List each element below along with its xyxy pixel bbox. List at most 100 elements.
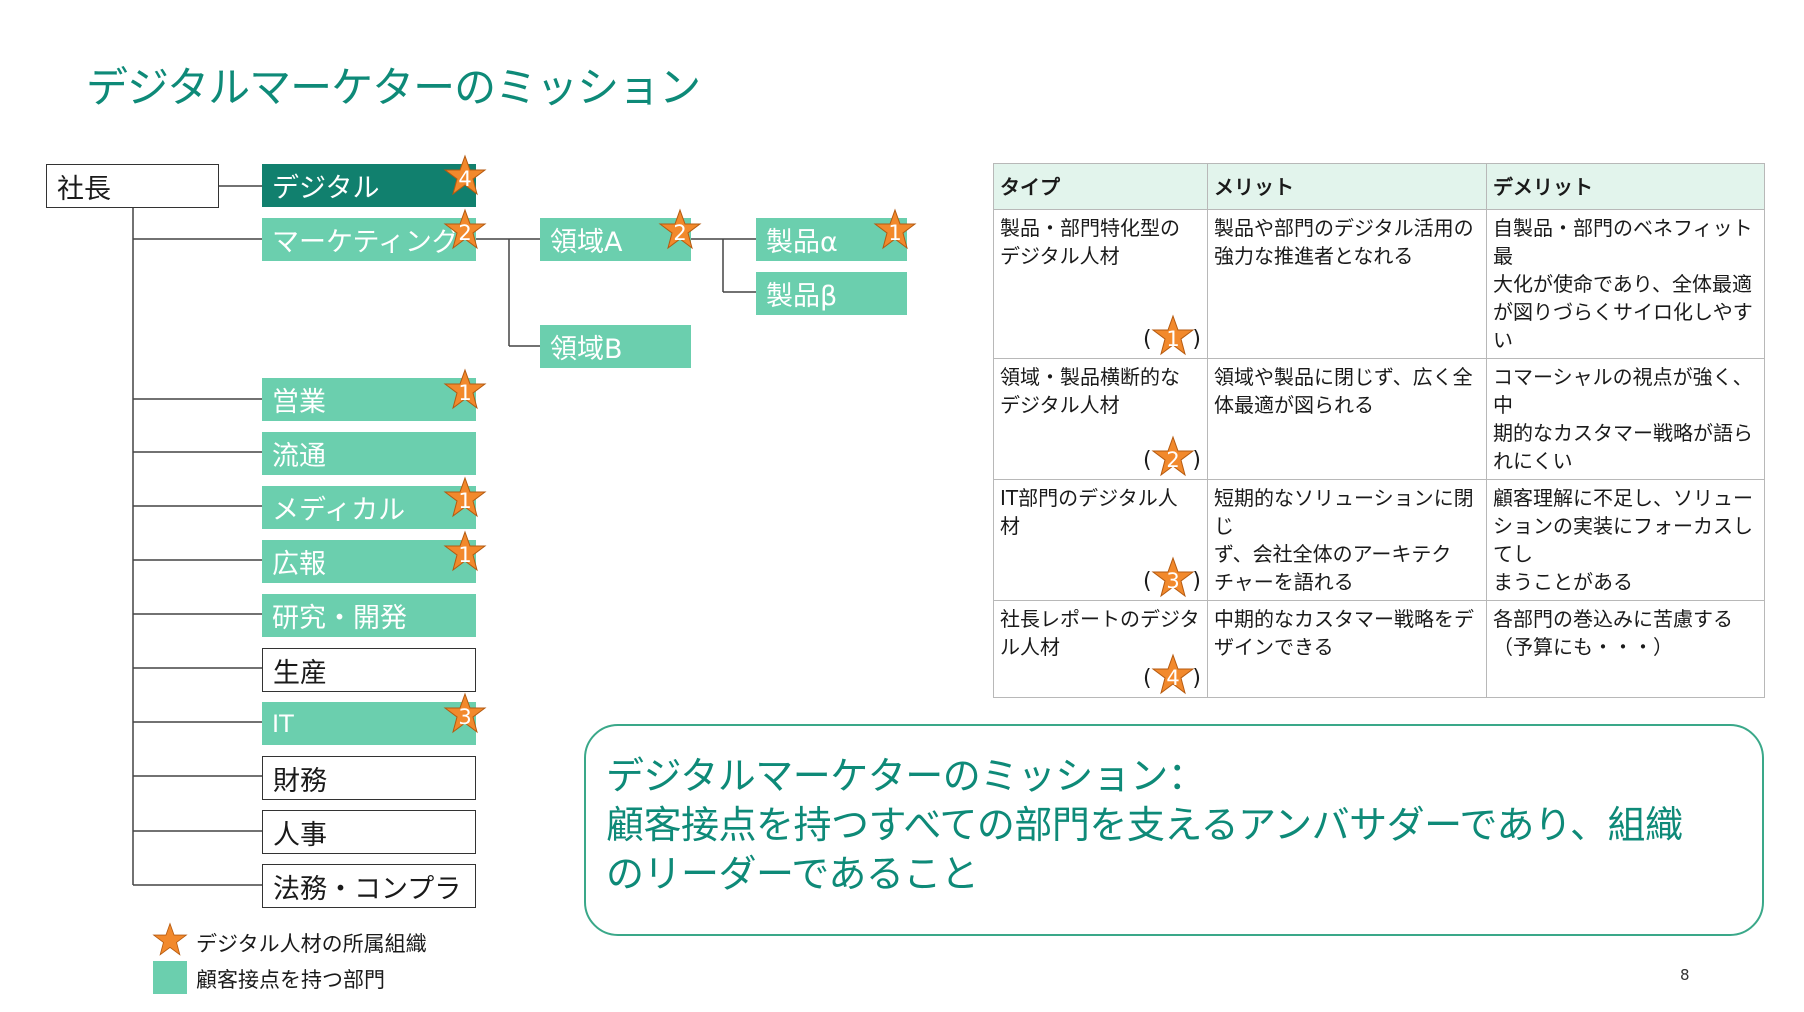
org-box-label: 社長 [57,173,111,205]
org-box-label: 領域B [550,334,623,365]
org-box-it: IT [262,702,476,745]
cell-line: デジタル人材 [1000,393,1120,417]
type-badge: () 2 [1143,435,1201,479]
org-box-label: 流通 [272,441,326,472]
table-cell-demerit: 自製品・部門のベネフィット最 大化が使命であり、全体最適 が図りづらくサイロ化し… [1486,209,1765,359]
cell-line: れにくい [1493,449,1573,473]
star-number: 1 [1166,326,1180,351]
star-icon: 3 [1151,556,1195,600]
star-number: 4 [1166,665,1180,690]
star-number: 2 [673,220,687,245]
table-row: IT部門のデジタル人 材 () 3 短期的なソリューションに閉じ ず、会社全体の… [993,479,1765,601]
org-box-sales: 営業 [262,378,476,421]
cell-line: ションの実装にフォーカスしてし [1493,514,1753,566]
org-box-label: IT [272,709,294,738]
org-box-domain-a: 領域A [540,218,691,261]
cell-line: （予算にも・・・） [1493,635,1673,659]
legend-box-swatch [153,961,187,994]
cell-line: 期的なカスタマー戦略が語ら [1493,421,1753,445]
table-cell-merit: 領域や製品に閉じず、広く全 体最適が図られる [1207,358,1487,480]
cell-line: IT部門のデジタル人 [1000,486,1178,510]
cell-line: ル人材 [1000,635,1060,659]
star-icon: 2 [1151,435,1195,479]
org-box-label: 製品β [766,281,838,312]
cell-line: 大化が使命であり、全体最適 [1493,272,1752,296]
org-box-rnd: 研究・開発 [262,594,476,637]
legend-box-label: 顧客接点を持つ部門 [196,968,385,992]
cell-line: 自製品・部門のベネフィット最 [1493,216,1753,268]
cell-line: 各部門の巻込みに苦慮する [1493,607,1733,631]
star-number: 1 [458,380,472,405]
table-header-merit: メリット [1207,163,1487,210]
star-icon: 1 [443,476,487,520]
table-cell-type: 領域・製品横断的な デジタル人材 () 2 [993,358,1208,480]
cell-line: 製品・部門特化型の [1000,216,1180,240]
type-badge: () 1 [1143,314,1201,358]
table-cell-merit: 製品や部門のデジタル活用の 強力な推進者となれる [1207,209,1487,359]
org-box-label: 広報 [272,549,326,580]
org-box-label: マーケティング [272,227,459,258]
org-box-hr: 人事 [262,810,476,854]
table-header-row: タイプ メリット デメリット [993,163,1765,210]
cell-line: ず、会社全体のアーキテク [1214,542,1452,566]
mission-line-1: デジタルマーケターのミッション： [606,754,1206,798]
cell-line: チャーを語れる [1214,570,1354,594]
table-cell-type: 社長レポートのデジタ ル人材 () 4 [993,600,1208,698]
org-box-label: メディカル [272,495,406,526]
table-cell-demerit: 各部門の巻込みに苦慮する （予算にも・・・） [1486,600,1765,698]
cell-line: コマーシャルの視点が強く、中 [1493,365,1753,417]
org-box-legal: 法務・コンプラ [262,864,476,908]
cell-line: まうことがある [1493,570,1633,594]
star-icon: 4 [443,154,487,198]
star-icon: 1 [873,208,917,252]
star-number: 2 [1166,447,1180,472]
cell-line: 製品や部門のデジタル活用の [1214,216,1474,240]
org-box-president: 社長 [46,164,219,208]
star-icon: 3 [443,692,487,736]
star-icon: 2 [658,208,702,252]
star-number: 1 [888,220,902,245]
org-box-pr: 広報 [262,540,476,583]
table-cell-merit: 短期的なソリューションに閉じ ず、会社全体のアーキテク チャーを語れる [1207,479,1487,601]
table-cell-demerit: 顧客理解に不足し、ソリュー ションの実装にフォーカスしてし まうことがある [1486,479,1765,601]
star-number: 1 [458,488,472,513]
table-row: 領域・製品横断的な デジタル人材 () 2 領域や製品に閉じず、広く全 体最適が… [993,358,1765,480]
org-box-marketing: マーケティング [262,218,476,261]
org-box-label: 法務・コンプラ [273,873,462,905]
org-box-label: 生産 [273,657,327,689]
org-box-product-beta: 製品β [756,272,907,315]
cell-line: 顧客理解に不足し、ソリュー [1493,486,1753,510]
type-badge: () 3 [1143,556,1201,600]
mission-statement-box: デジタルマーケターのミッション： 顧客接点を持つすべての部門を支えるアンバサダー… [584,724,1764,936]
cell-line: 材 [1000,514,1020,538]
cell-line: デジタル人材 [1000,244,1120,268]
star-number: 3 [458,704,472,729]
cell-line: 体最適が図られる [1214,393,1374,417]
star-number: 2 [458,220,472,245]
org-box-label: 営業 [272,387,326,418]
mission-line-2: 顧客接点を持つすべての部門を支えるアンバサダーであり、組織 [606,803,1683,847]
table-cell-type: IT部門のデジタル人 材 () 3 [993,479,1208,601]
table-header-demerit: デメリット [1486,163,1765,210]
star-icon: 2 [443,208,487,252]
org-box-digital: デジタル [262,164,476,207]
table-cell-merit: 中期的なカスタマー戦略をデ ザインできる [1207,600,1487,698]
org-box-label: 領域A [550,227,623,258]
star-icon: 1 [1151,314,1195,358]
org-box-label: 財務 [273,765,327,797]
table-header-type: タイプ [993,163,1208,210]
legend-star-label: デジタル人材の所属組織 [196,932,427,956]
star-number: 4 [458,166,472,191]
cell-line: 領域や製品に閉じず、広く全 [1214,365,1473,389]
cell-line: 強力な推進者となれる [1214,244,1414,268]
legend-star-icon [152,922,188,958]
star-icon: 4 [1151,653,1195,697]
org-box-medical: メディカル [262,486,476,529]
star-icon: 1 [443,530,487,574]
cell-line: 中期的なカスタマー戦略をデ [1214,607,1474,631]
type-badge: () 4 [1143,653,1201,697]
page-number: 8 [1680,966,1690,984]
star-number: 1 [458,542,472,567]
table-cell-type: 製品・部門特化型の デジタル人材 () 1 [993,209,1208,359]
